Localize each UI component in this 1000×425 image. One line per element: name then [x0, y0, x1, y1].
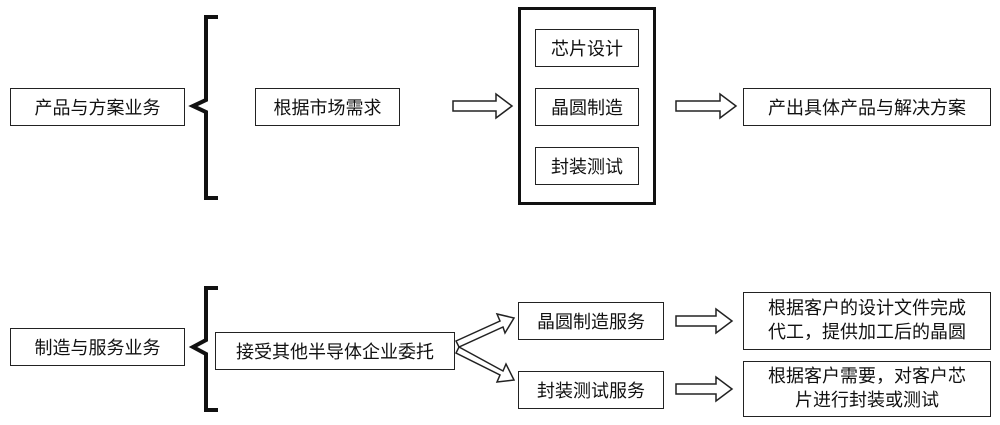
packaging-service-result-box: 根据客户需要，对客户芯 片进行封装或测试 — [743, 361, 991, 417]
category-label: 制造与服务业务 — [34, 338, 161, 359]
service-label: 封装测试服务 — [537, 381, 645, 402]
input-label: 接受其他半导体企业委托 — [236, 342, 434, 363]
result-line: 根据客户需要，对客户芯 — [768, 366, 966, 387]
market-demand-box: 根据市场需求 — [255, 88, 400, 126]
manufacturing-service-business-box: 制造与服务业务 — [10, 328, 185, 366]
step-label: 封装测试 — [551, 157, 623, 178]
arrow-wafer-to-result — [675, 307, 734, 335]
result-line: 代工，提供加工后的晶圆 — [768, 322, 966, 343]
arrow-to-wafer-service — [454, 312, 516, 348]
wafer-service-box: 晶圆制造服务 — [518, 302, 664, 340]
output-box: 产出具体产品与解决方案 — [743, 88, 991, 126]
wafer-service-result-box: 根据客户的设计文件完成 代工，提供加工后的晶圆 — [743, 292, 991, 350]
arrow-process-to-output — [675, 92, 738, 120]
product-solution-business-box: 产品与方案业务 — [10, 88, 185, 126]
top-brace — [188, 15, 218, 200]
arrow-input-to-process — [452, 92, 514, 120]
packaging-testing-box: 封装测试 — [535, 147, 639, 185]
process-group-frame — [518, 7, 656, 205]
service-label: 晶圆制造服务 — [537, 312, 645, 333]
packaging-service-box: 封装测试服务 — [518, 371, 664, 409]
bottom-brace — [188, 286, 218, 412]
result-line: 片进行封装或测试 — [795, 390, 939, 411]
arrow-to-packaging-service — [454, 345, 516, 383]
result-line: 根据客户的设计文件完成 — [768, 298, 966, 319]
output-label: 产出具体产品与解决方案 — [768, 98, 966, 119]
step-label: 芯片设计 — [551, 39, 623, 60]
arrow-packaging-to-result — [675, 375, 734, 403]
commission-box: 接受其他半导体企业委托 — [215, 332, 455, 370]
chip-design-box: 芯片设计 — [535, 29, 639, 67]
wafer-manufacturing-box: 晶圆制造 — [535, 88, 639, 126]
step-label: 晶圆制造 — [551, 98, 623, 119]
category-label: 产品与方案业务 — [34, 98, 161, 119]
input-label: 根据市场需求 — [273, 98, 382, 119]
